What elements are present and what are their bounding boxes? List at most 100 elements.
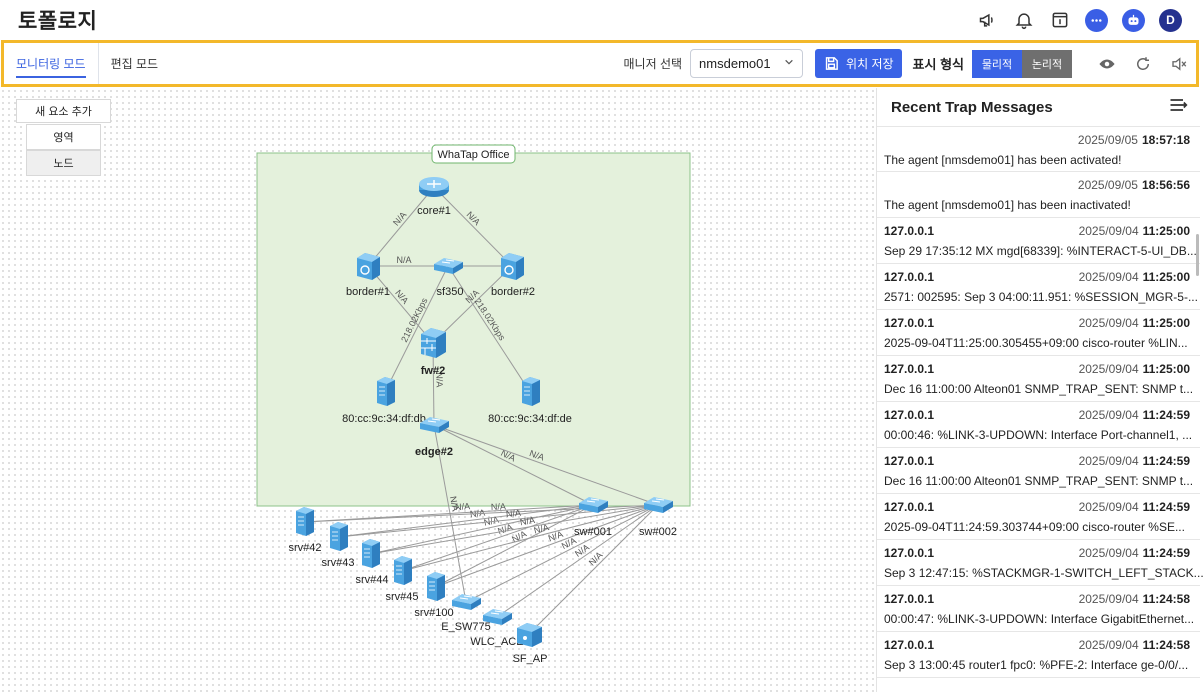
link-line[interactable] <box>369 504 594 555</box>
save-position-button[interactable]: 위치 저장 <box>815 49 902 78</box>
zone-label[interactable]: WhaTap Office <box>431 144 516 164</box>
link-line[interactable] <box>337 504 659 538</box>
megaphone-icon[interactable] <box>977 9 999 31</box>
node-srv42[interactable]: srv#42 <box>288 507 322 554</box>
link-line[interactable] <box>447 265 531 393</box>
node-fw[interactable]: fw#2 <box>421 328 446 377</box>
link-line[interactable] <box>496 504 659 618</box>
chat-icon[interactable] <box>1085 8 1108 32</box>
server-icon[interactable] <box>330 522 348 551</box>
node-mac1[interactable]: 80:cc:9c:34:df:db <box>342 377 426 425</box>
node-border2[interactable]: border#2 <box>491 253 535 298</box>
node-border1[interactable]: border#1 <box>346 253 390 298</box>
link-sw002-srv43[interactable]: N/A <box>337 504 659 538</box>
node-sf350[interactable]: sf350 <box>434 258 463 298</box>
switch-icon[interactable] <box>420 417 449 433</box>
node-sw001[interactable]: sw#001 <box>574 497 612 538</box>
switch-icon[interactable] <box>483 609 512 625</box>
tab-edit-mode[interactable]: 편집 모드 <box>110 57 159 71</box>
link-sw002-esw[interactable]: N/A <box>465 504 659 603</box>
trap-list-scrollbar[interactable] <box>1196 234 1199 276</box>
node-srv100[interactable]: srv#100 <box>414 572 454 619</box>
link-sw002-sfap[interactable]: N/A <box>528 504 659 635</box>
switch-icon[interactable] <box>579 497 608 513</box>
server-icon[interactable] <box>296 507 314 536</box>
server-icon[interactable] <box>427 572 445 601</box>
node-wlc[interactable]: WLC_ACE <box>470 609 524 648</box>
add-zone-button[interactable]: 영역 <box>26 124 101 150</box>
add-node-button[interactable]: 노드 <box>26 150 101 176</box>
link-line[interactable] <box>433 186 513 267</box>
link-edge-sw001[interactable]: N/A <box>433 424 594 506</box>
info-panel-icon[interactable] <box>1049 9 1071 31</box>
format-logical-button[interactable]: 논리적 <box>1022 49 1072 78</box>
manager-select[interactable]: nmsdemo01 <box>690 49 804 78</box>
link-line[interactable] <box>528 504 659 635</box>
eye-icon[interactable] <box>1098 55 1116 73</box>
link-line[interactable] <box>401 504 594 572</box>
node-sfap[interactable]: SF_AP <box>513 623 548 665</box>
link-line[interactable] <box>367 265 434 344</box>
tab-monitoring-mode[interactable]: 모니터링 모드 <box>4 43 98 84</box>
user-avatar[interactable]: D <box>1159 8 1182 32</box>
switch-icon[interactable] <box>434 258 463 274</box>
node-srv43[interactable]: srv#43 <box>321 522 355 569</box>
l3-icon[interactable] <box>501 253 524 280</box>
server-icon[interactable] <box>522 377 540 406</box>
link-line[interactable] <box>433 424 659 506</box>
ap-icon[interactable] <box>517 623 542 647</box>
mute-icon[interactable] <box>1170 55 1188 73</box>
l3-icon[interactable] <box>357 253 380 280</box>
link-sw002-srv100[interactable]: N/A <box>434 504 659 588</box>
link-line[interactable] <box>369 504 659 555</box>
menu-collapse-icon[interactable] <box>1168 95 1188 120</box>
node-edge[interactable]: edge#2 <box>415 417 453 458</box>
refresh-icon[interactable] <box>1134 55 1152 73</box>
link-line[interactable] <box>465 504 659 603</box>
server-icon[interactable] <box>377 377 395 406</box>
format-physical-button[interactable]: 물리적 <box>972 49 1022 78</box>
server-icon[interactable] <box>362 539 380 568</box>
link-line[interactable] <box>384 265 449 393</box>
switch-icon[interactable] <box>452 594 481 610</box>
firewall-icon[interactable] <box>421 328 446 358</box>
bell-icon[interactable] <box>1013 9 1035 31</box>
link-line[interactable] <box>303 504 594 523</box>
server-icon[interactable] <box>394 556 412 585</box>
node-core1[interactable]: core#1 <box>417 177 451 217</box>
link-line[interactable] <box>401 504 659 572</box>
link-sw001-srv100[interactable]: N/A <box>434 504 594 588</box>
link-line[interactable] <box>434 504 594 588</box>
link-line[interactable] <box>434 504 659 588</box>
link-line[interactable] <box>367 186 435 267</box>
node-srv45[interactable]: srv#45 <box>385 556 419 603</box>
router-icon[interactable] <box>419 177 449 197</box>
link-sw002-srv45[interactable]: N/A <box>401 504 659 572</box>
link-sw002-srv44[interactable]: N/A <box>369 504 659 555</box>
node-esw[interactable]: E_SW775 <box>441 594 491 633</box>
bot-icon[interactable] <box>1122 8 1145 32</box>
link-sw001-srv45[interactable]: N/A <box>401 504 594 572</box>
link-edge-sw002[interactable]: N/A <box>433 424 659 506</box>
node-srv44[interactable]: srv#44 <box>355 539 389 586</box>
node-sw002[interactable]: sw#002 <box>639 497 677 538</box>
trap-source: 127.0.0.1 <box>884 500 935 514</box>
link-sw001-srv42[interactable]: N/A <box>303 501 594 523</box>
link-line[interactable] <box>433 424 594 506</box>
switch-icon[interactable] <box>644 497 673 513</box>
zone-whatap-office[interactable] <box>256 152 691 507</box>
node-mac2[interactable]: 80:cc:9c:34:df:de <box>488 377 572 425</box>
